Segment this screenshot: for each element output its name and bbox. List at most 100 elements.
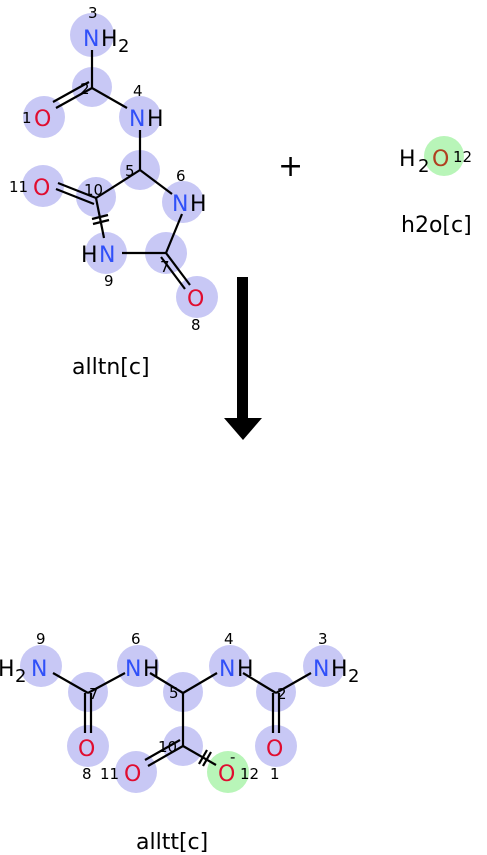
- reactant-name: alltn[c]: [72, 355, 150, 380]
- atom-index: 1: [22, 109, 32, 127]
- atom-label: O: [124, 762, 141, 787]
- atom-highlight: [162, 181, 204, 223]
- atom-highlight: [67, 725, 109, 767]
- atom-index: 3: [318, 630, 328, 648]
- atom-index: 10: [84, 181, 103, 199]
- atom-highlight: [209, 645, 251, 687]
- atom-highlight: [22, 165, 64, 207]
- atom-label: H: [81, 243, 98, 268]
- atom-index: 10: [158, 738, 177, 756]
- bond: [182, 745, 217, 766]
- bond: [139, 169, 173, 195]
- atom-label: N: [313, 657, 329, 682]
- atom-index: 7: [89, 685, 99, 703]
- bond-break-mark: [92, 218, 110, 226]
- atom-charge: -: [230, 748, 235, 766]
- atom-index: 5: [125, 162, 135, 180]
- bond: [87, 672, 126, 694]
- atom-label: N: [31, 657, 47, 682]
- plus-operator: +: [278, 149, 303, 184]
- atom-subscript: 2: [348, 666, 359, 687]
- alltt-molecule: H 2 N 9 7 O 8 6 N H 5 4 N H 2 O 1 3 N H …: [0, 630, 359, 793]
- atom-label: N: [83, 27, 99, 52]
- atom-label: H: [331, 657, 348, 682]
- atom-label: O: [432, 147, 449, 172]
- atom-highlight: [424, 136, 464, 176]
- atom-highlight: [115, 751, 157, 793]
- atom-index: 8: [82, 765, 92, 783]
- atom-index: 7: [160, 258, 170, 276]
- h2o-molecule: H 2 O 12: [399, 136, 472, 177]
- atom-index: 6: [131, 630, 141, 648]
- bond-break-mark: [91, 213, 109, 221]
- atom-index: 4: [133, 82, 143, 100]
- bond: [57, 181, 97, 200]
- atom-highlight: [70, 13, 114, 57]
- atom-label: H: [0, 657, 15, 682]
- atom-label: O: [218, 762, 235, 787]
- atom-index: 4: [224, 630, 234, 648]
- atom-highlight: [85, 232, 127, 274]
- bond: [144, 739, 181, 761]
- atom-subscript: 2: [15, 666, 26, 687]
- bond: [165, 252, 191, 286]
- atom-subscript: 2: [118, 36, 129, 57]
- atom-label: O: [78, 737, 95, 762]
- bond-break-mark: [202, 751, 212, 767]
- atom-label: N: [219, 657, 235, 682]
- atom-index: 9: [36, 630, 46, 648]
- bond-break-mark: [198, 749, 208, 765]
- bond: [52, 81, 90, 103]
- bond: [182, 672, 218, 694]
- reactant-name: h2o[c]: [401, 213, 472, 238]
- atom-label: H: [399, 147, 416, 172]
- bond: [91, 87, 128, 109]
- bond: [52, 672, 89, 694]
- atom-label: H: [143, 657, 160, 682]
- atom-highlight: [303, 645, 345, 687]
- atom-label: H: [190, 192, 207, 217]
- atom-label: O: [266, 737, 283, 762]
- atom-index: 2: [80, 80, 90, 98]
- bond: [55, 187, 95, 206]
- atom-label: H: [237, 657, 254, 682]
- bond: [275, 672, 312, 694]
- atom-index: 11: [9, 178, 28, 196]
- bond: [160, 256, 186, 290]
- atom-index: 11: [100, 765, 119, 783]
- atom-label: N: [129, 107, 145, 132]
- bond: [149, 672, 184, 694]
- atom-label: H: [147, 107, 164, 132]
- atom-label: N: [125, 657, 141, 682]
- arrow-head: [224, 418, 262, 440]
- atom-label: N: [99, 243, 115, 268]
- atom-index: 3: [88, 4, 98, 22]
- atom-index: 1: [270, 765, 280, 783]
- atom-label: H: [101, 27, 118, 52]
- atom-highlight: [176, 276, 218, 318]
- bond: [147, 745, 184, 767]
- atom-label: O: [33, 176, 50, 201]
- bond: [55, 87, 93, 109]
- reaction-arrow: [224, 277, 262, 440]
- atom-highlight: [20, 645, 62, 687]
- atom-label: O: [187, 287, 204, 312]
- alltn-molecule: 3 N H 2 2 1 O 4 N H 5 6 N H 11 O 10 H N …: [9, 4, 218, 334]
- atom-label: O: [34, 107, 51, 132]
- atom-index: 9: [104, 272, 114, 290]
- atom-highlight: [23, 96, 65, 138]
- atom-highlight: [119, 96, 161, 138]
- bond: [242, 672, 277, 694]
- bond: [95, 169, 141, 199]
- atom-highlight: [207, 751, 249, 793]
- atom-subscript: 2: [418, 156, 429, 177]
- atom-index: 5: [169, 684, 179, 702]
- atom-highlight: [255, 725, 297, 767]
- atom-index: 6: [176, 167, 186, 185]
- bond: [164, 213, 184, 254]
- atom-index: 12: [240, 765, 259, 783]
- atom-index: 2: [277, 685, 287, 703]
- atom-index: 8: [191, 316, 201, 334]
- atom-label: N: [172, 192, 188, 217]
